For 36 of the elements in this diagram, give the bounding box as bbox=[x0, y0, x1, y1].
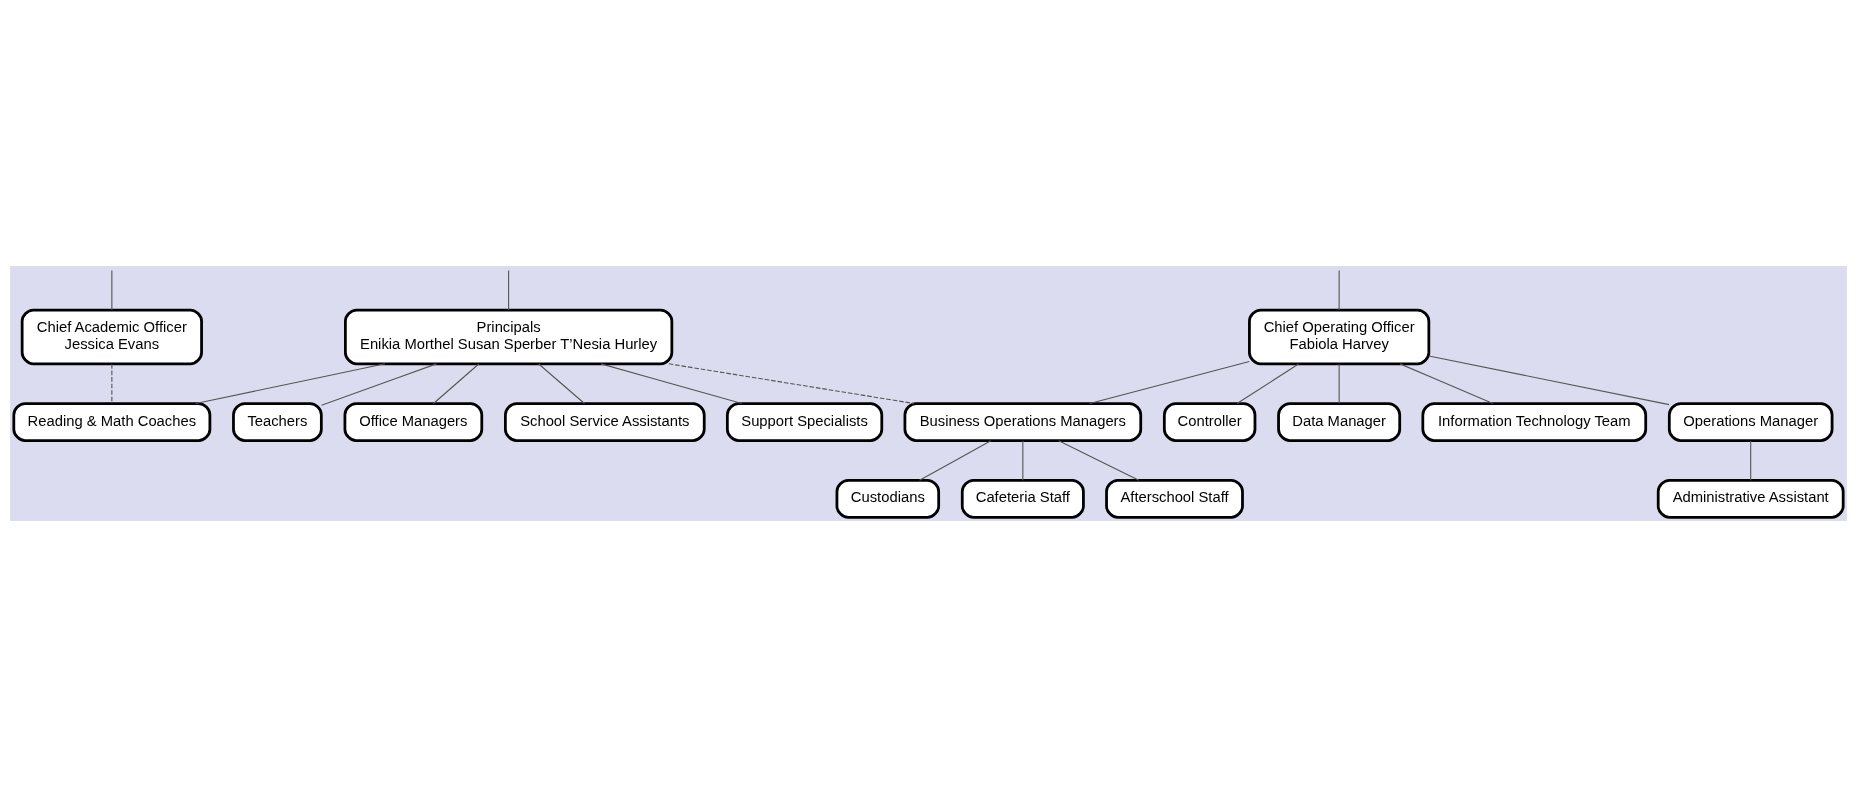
node-box: School Service Assistants bbox=[504, 402, 706, 442]
node-box: Information Technology Team bbox=[1421, 402, 1648, 442]
node-box: Teachers bbox=[232, 402, 323, 442]
connector bbox=[1058, 440, 1140, 481]
connector bbox=[1338, 363, 1340, 404]
node-box: Chief Academic Officer Jessica Evans bbox=[20, 308, 203, 366]
node-box: Reading & Math Coaches bbox=[12, 402, 212, 442]
node-box: Business Operations Managers bbox=[903, 402, 1143, 442]
node-box: Administrative Assistant bbox=[1656, 478, 1845, 519]
connector bbox=[1428, 355, 1670, 406]
node-box: Data Manager bbox=[1277, 402, 1402, 442]
connector bbox=[1236, 363, 1300, 405]
connector bbox=[111, 363, 113, 404]
connector bbox=[111, 269, 113, 311]
node-box: Controller bbox=[1162, 402, 1257, 442]
node-box: Principals Enikia Morthel Susan Sperber T’Nesia Hurley bbox=[344, 308, 674, 366]
connector bbox=[1750, 440, 1752, 481]
connector bbox=[600, 363, 743, 405]
connector bbox=[1399, 363, 1494, 405]
connector bbox=[508, 269, 510, 311]
connector bbox=[320, 363, 437, 406]
node-box: Custodians bbox=[835, 478, 941, 519]
node-box: Office Managers bbox=[343, 402, 484, 442]
connector bbox=[668, 363, 915, 405]
connector bbox=[1089, 360, 1250, 405]
connector bbox=[1022, 440, 1024, 481]
node-box: Chief Operating Officer Fabiola Harvey bbox=[1248, 308, 1431, 366]
connector bbox=[432, 363, 480, 405]
connector bbox=[195, 363, 386, 405]
connector bbox=[1338, 269, 1340, 311]
connector bbox=[538, 363, 585, 405]
node-box: Cafeteria Staff bbox=[960, 478, 1085, 519]
node-box: Support Specialists bbox=[725, 402, 884, 442]
connector bbox=[919, 440, 992, 481]
node-box: Afterschool Staff bbox=[1105, 478, 1244, 519]
node-box: Operations Manager bbox=[1667, 402, 1834, 442]
